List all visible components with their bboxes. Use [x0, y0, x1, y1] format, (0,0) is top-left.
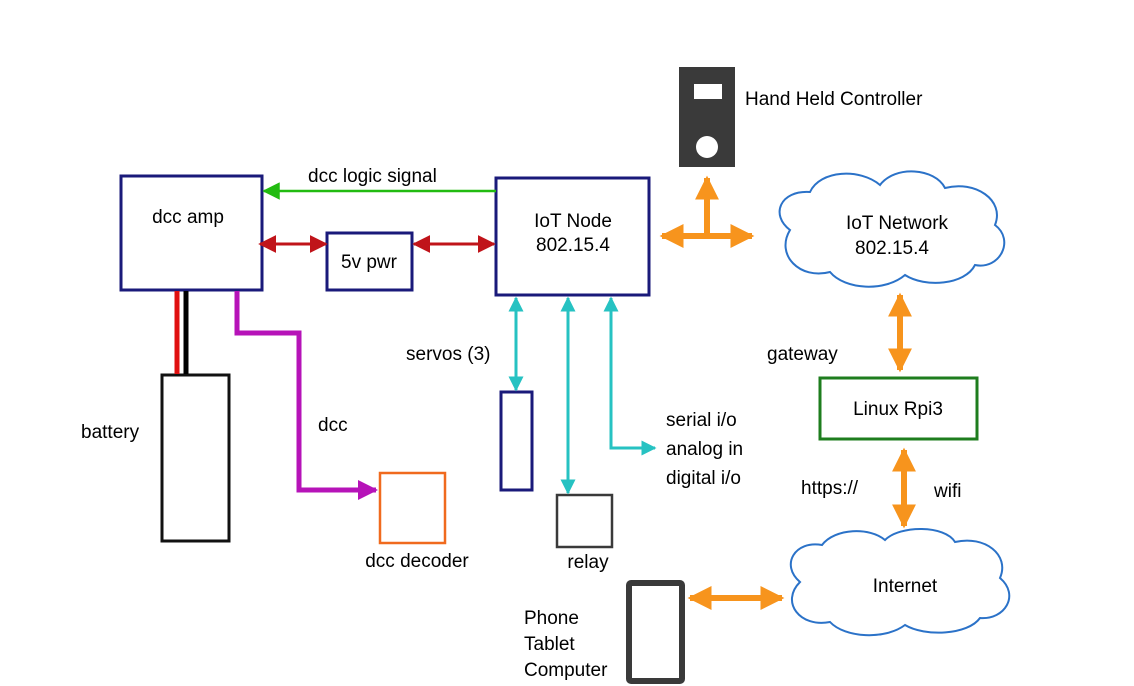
internet-label: Internet	[873, 576, 938, 597]
linux-rpi3-box: Linux Rpi3	[818, 376, 979, 441]
gateway-label: gateway	[767, 344, 838, 365]
https-label: https://	[801, 478, 859, 499]
phone-icon	[626, 580, 685, 684]
phone-label-3: Computer	[524, 660, 608, 681]
digital-io-label: digital i/o	[666, 468, 741, 489]
phone-label-2: Tablet	[524, 634, 575, 655]
iot-node-label-1: IoT Node	[534, 211, 612, 232]
iot-node-label-2: 802.15.4	[536, 235, 610, 256]
analog-in-label: analog in	[666, 439, 743, 460]
dcc-logic-signal-label: dcc logic signal	[308, 166, 437, 187]
battery-box	[160, 373, 231, 543]
dcc-arrow	[234, 291, 378, 500]
five-v-pwr-box: 5v pwr	[325, 231, 414, 292]
servos-label: servos (3)	[406, 344, 490, 365]
linux-rpi3-label: Linux Rpi3	[853, 399, 943, 420]
serial-io-arrow	[603, 296, 657, 456]
internet-cloud: Internet	[789, 528, 1011, 637]
iot-network-label-2: 802.15.4	[855, 238, 929, 259]
dcc-amp-label: dcc amp	[152, 207, 224, 228]
battery-label: battery	[81, 422, 140, 443]
dcc-decoder-box	[378, 471, 447, 545]
hand-held-controller-icon	[679, 67, 735, 167]
five-v-pwr-label: 5v pwr	[341, 252, 398, 273]
dcc-amp-box: dcc amp	[119, 174, 264, 292]
dcc-label: dcc	[318, 415, 348, 436]
wifi-label: wifi	[933, 481, 961, 502]
hand-held-controller-label: Hand Held Controller	[745, 89, 923, 110]
dcc-decoder-label: dcc decoder	[365, 551, 469, 572]
relay-box	[555, 493, 614, 549]
iot-network-cloud: IoT Network 802.15.4	[778, 170, 1006, 288]
relay-label: relay	[567, 552, 609, 573]
phone-label-1: Phone	[524, 608, 579, 629]
servo-box	[499, 390, 534, 492]
iot-network-label-1: IoT Network	[846, 213, 949, 234]
iot-node-box: IoT Node 802.15.4	[494, 176, 651, 297]
serial-io-label: serial i/o	[666, 410, 737, 431]
